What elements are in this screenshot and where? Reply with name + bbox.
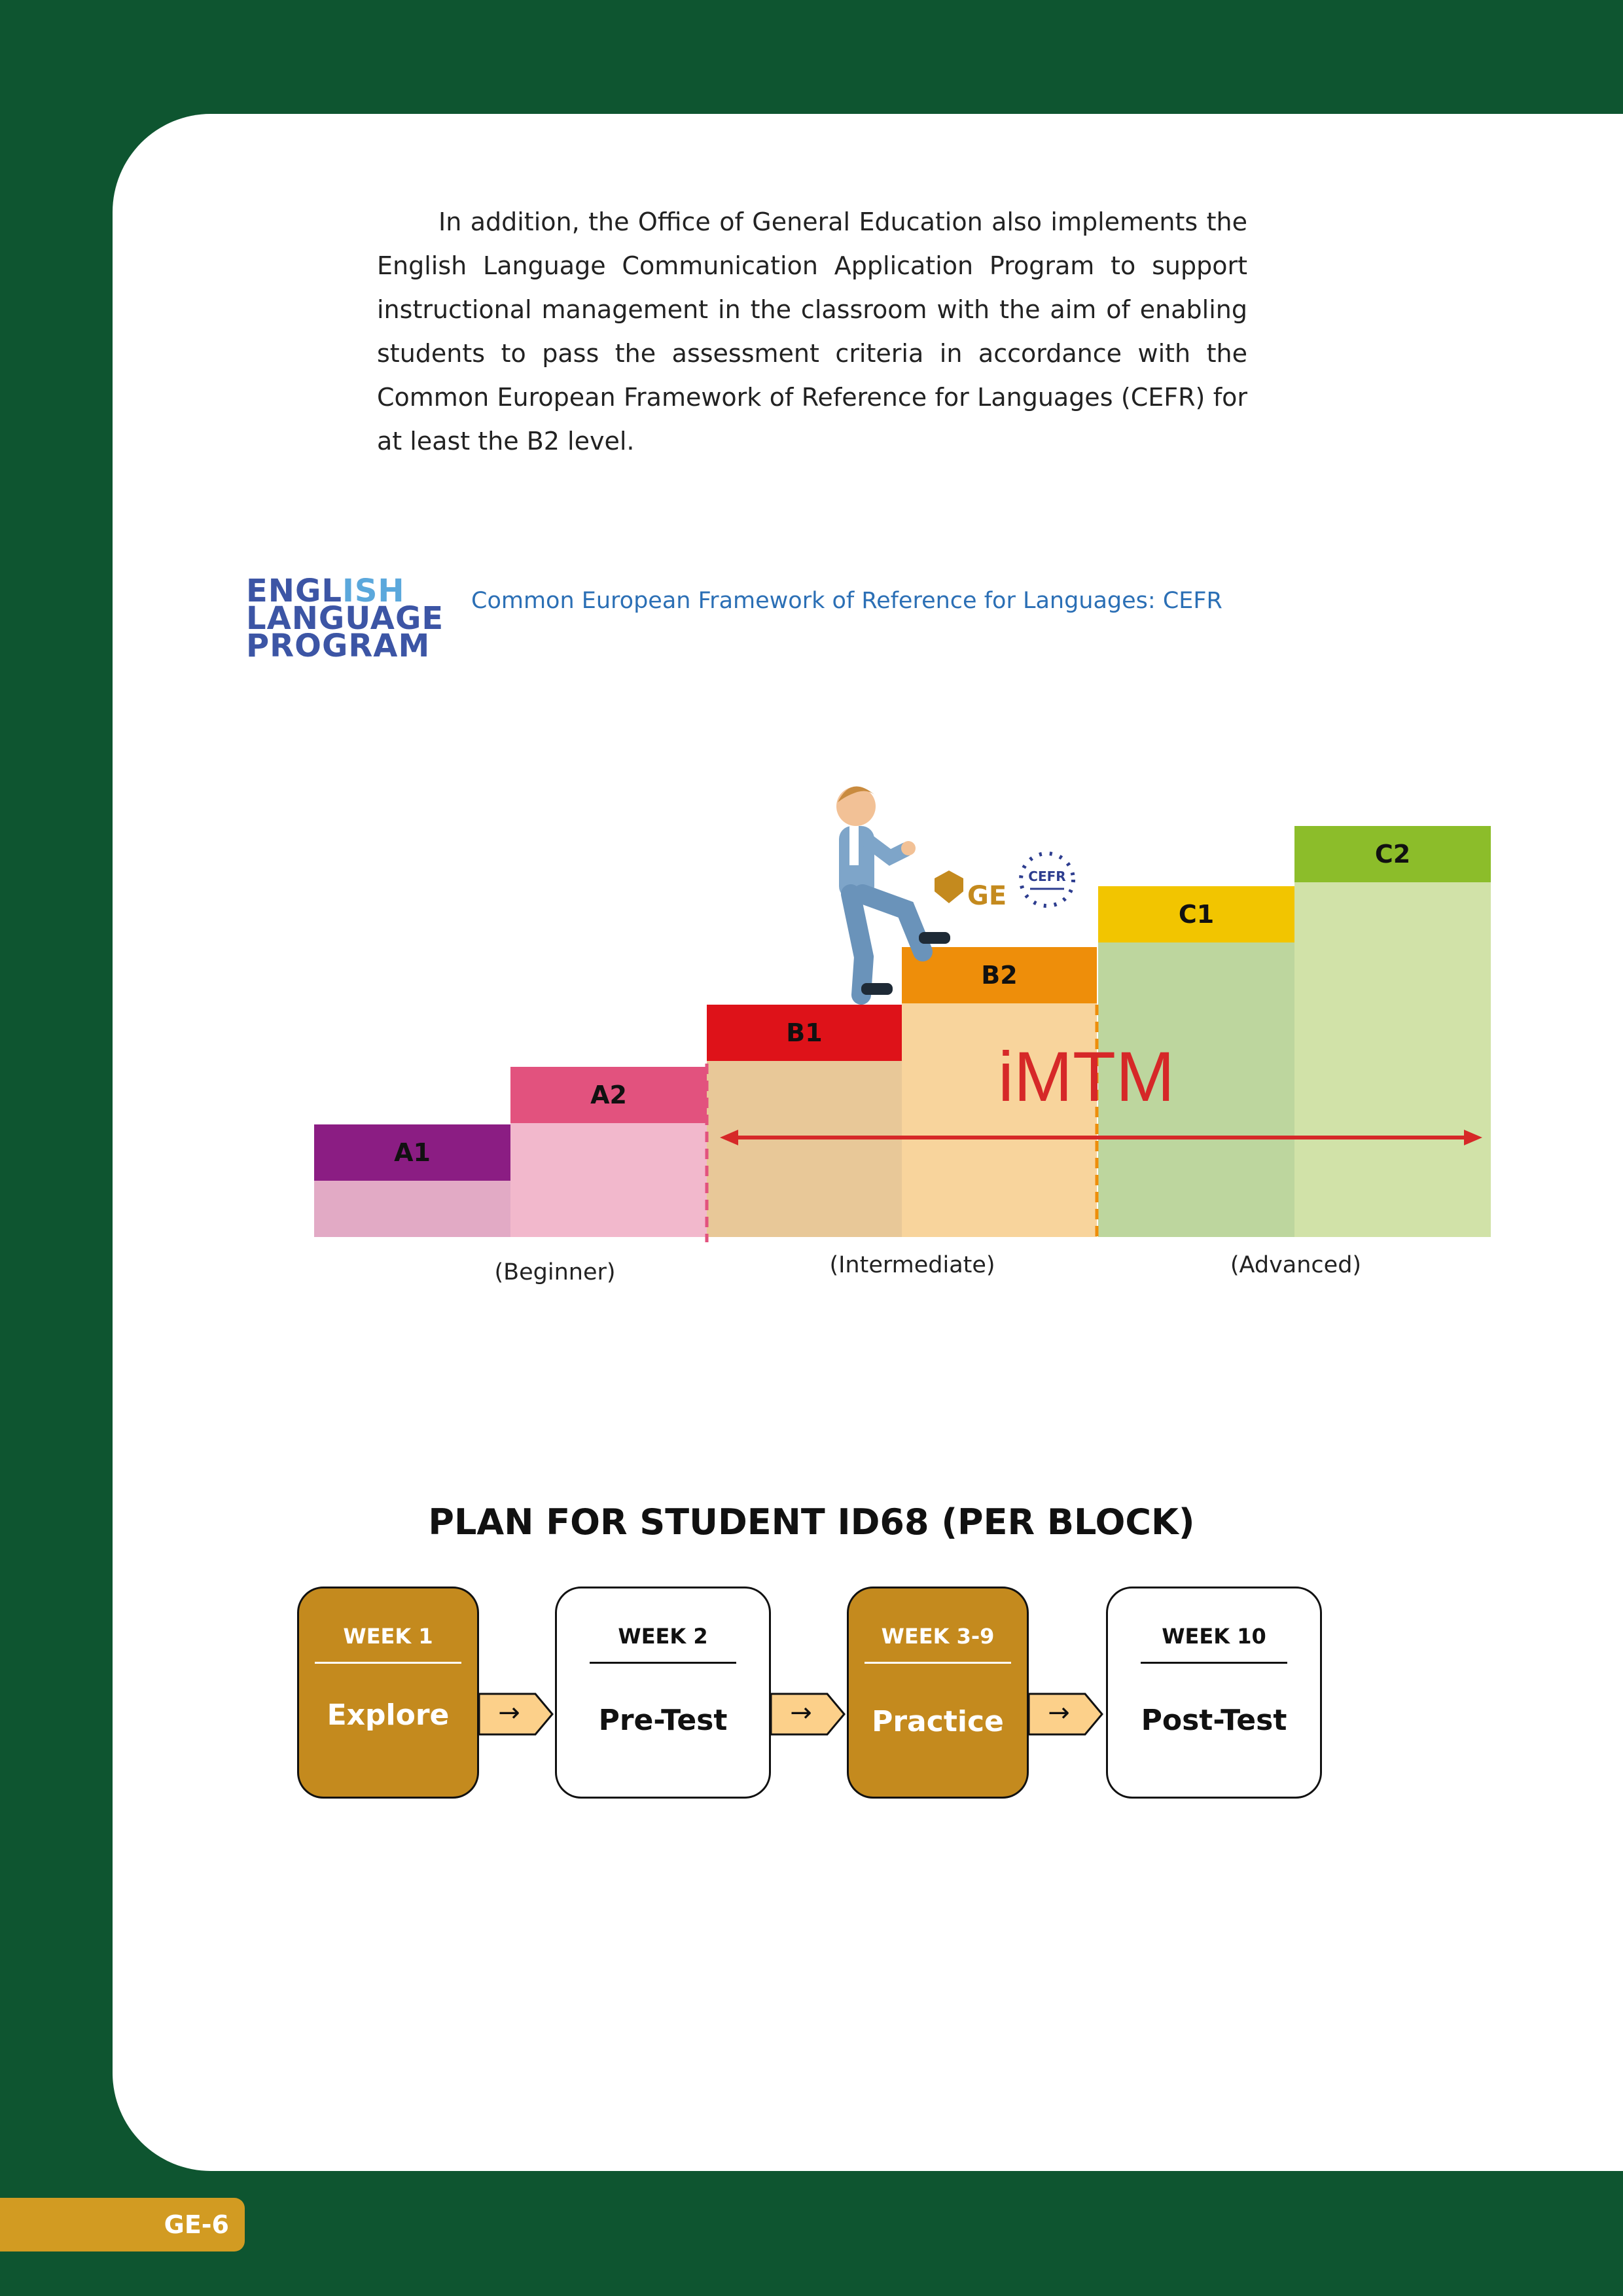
cefr-stars-badge: CEFR — [1019, 852, 1075, 908]
page-number-tab: GE-6 — [0, 2198, 245, 2251]
level-c1-column — [1098, 886, 1294, 1237]
week-3-9-divider — [865, 1662, 1011, 1664]
arrow-right-icon: → — [790, 1698, 812, 1728]
ge-badge: GE — [935, 870, 1007, 911]
step-arrow-3: → — [1027, 1693, 1105, 1736]
level-c2-label: C2 — [1375, 840, 1410, 869]
week-3-9-activity: Practice — [872, 1705, 1004, 1738]
group-label-beginner: (Beginner) — [494, 1259, 615, 1285]
level-a2-cap — [510, 1067, 707, 1123]
level-c1-label: C1 — [1179, 900, 1214, 929]
cefr-steps: A1 A2 B1 B2 C1 C2 — [314, 826, 1491, 1237]
cefr-badge-text: CEFR — [1028, 869, 1065, 884]
ge-badge-text: GE — [967, 881, 1007, 911]
group-label-intermediate: (Intermediate) — [829, 1252, 995, 1278]
week-1-divider — [315, 1662, 461, 1664]
level-b1-label: B1 — [786, 1018, 822, 1047]
imtm-range-arrow — [720, 1130, 1482, 1145]
week-2-label: WEEK 2 — [618, 1624, 708, 1649]
week-10-label: WEEK 10 — [1162, 1624, 1266, 1649]
week-1-label: WEEK 1 — [343, 1624, 433, 1649]
week-2-step: WEEK 2 Pre-Test — [555, 1587, 771, 1799]
step-arrow-2: → — [770, 1693, 847, 1736]
logo-text-b: ISH — [342, 573, 405, 609]
level-c1-cap — [1098, 886, 1294, 942]
climbing-student-illustration — [836, 786, 950, 1005]
week-10-step: WEEK 10 Post-Test — [1106, 1587, 1322, 1799]
intro-paragraph: In addition, the Office of General Educa… — [377, 207, 1247, 456]
group-label-advanced: (Advanced) — [1230, 1252, 1361, 1278]
level-b2-cap — [902, 947, 1097, 1003]
level-b2-label: B2 — [981, 961, 1017, 990]
week-1-activity: Explore — [327, 1698, 450, 1732]
logo-text-language: LANGUAGE — [246, 600, 444, 637]
week-2-activity: Pre-Test — [598, 1704, 728, 1737]
logo-text-a: ENGL — [246, 573, 342, 609]
arrow-right-icon: → — [498, 1698, 520, 1728]
page-number: GE-6 — [164, 2210, 229, 2239]
week-3-9-step: WEEK 3-9 Practice — [847, 1587, 1029, 1799]
step-arrow-1: → — [478, 1693, 555, 1736]
week-10-activity: Post-Test — [1141, 1704, 1287, 1737]
level-c2-cap — [1294, 826, 1491, 882]
level-a1-label: A1 — [394, 1138, 431, 1167]
week-2-divider — [590, 1662, 736, 1664]
logo-text-program: PROGRAM — [246, 628, 431, 664]
week-1-step: WEEK 1 Explore — [297, 1587, 479, 1799]
imtm-label: iMTM — [998, 1037, 1175, 1116]
level-c2-column — [1294, 826, 1491, 1237]
arrow-right-icon: → — [1048, 1698, 1070, 1728]
week-3-9-label: WEEK 3-9 — [881, 1624, 995, 1649]
level-a2-label: A2 — [590, 1081, 627, 1109]
english-language-program-logo: ENGLISH LANGUAGE PROGRAM — [246, 575, 444, 664]
level-a1-cap — [314, 1124, 510, 1181]
plan-title: PLAN FOR STUDENT ID68 (PER BLOCK) — [428, 1501, 1195, 1543]
week-10-divider — [1141, 1662, 1287, 1664]
level-b1-cap — [707, 1005, 902, 1061]
cefr-heading: Common European Framework of Reference f… — [471, 588, 1222, 614]
